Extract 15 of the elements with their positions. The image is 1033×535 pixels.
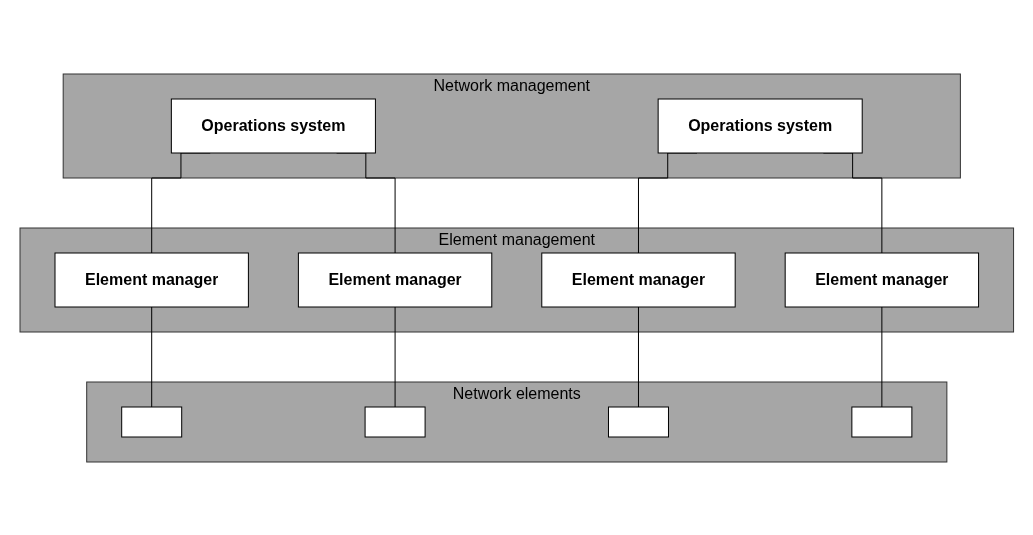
connector <box>881 306 883 407</box>
node-box: Element manager <box>297 252 492 307</box>
connector <box>394 306 396 407</box>
node-box <box>607 406 669 437</box>
node-box: Element manager <box>54 252 249 307</box>
node-box <box>851 406 913 437</box>
connector <box>637 306 639 407</box>
node-box: Operations system <box>170 98 376 153</box>
connector <box>150 306 152 407</box>
node-box <box>120 406 182 437</box>
node-box: Element manager <box>541 252 736 307</box>
node-box <box>364 406 426 437</box>
cluster: Network elements <box>85 381 948 462</box>
node-box: Element manager <box>784 252 979 307</box>
node-box: Operations system <box>657 98 863 153</box>
